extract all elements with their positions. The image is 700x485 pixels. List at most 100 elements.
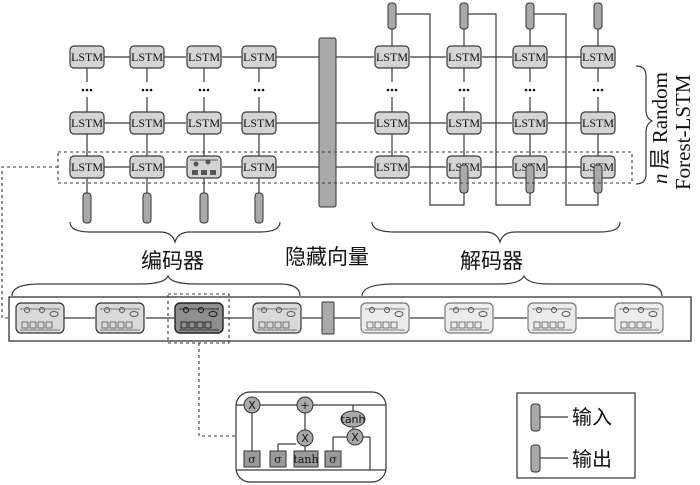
ellipsis-dot bbox=[253, 88, 257, 92]
ellipsis-dot bbox=[202, 88, 206, 92]
mini-op bbox=[468, 307, 474, 313]
mini-gate bbox=[45, 321, 53, 329]
lstm-cell-label: LSTM bbox=[376, 116, 408, 130]
svg-text:X: X bbox=[351, 431, 359, 444]
lstm-cell: LSTM bbox=[69, 45, 105, 69]
decoder-label: 解码器 bbox=[460, 249, 523, 273]
forget-gate bbox=[243, 450, 261, 468]
candidate-gate bbox=[293, 450, 319, 468]
svg-text:σ: σ bbox=[248, 453, 256, 466]
lstm-cell-box bbox=[374, 45, 410, 69]
legend-input-bar bbox=[530, 403, 541, 432]
svg-text:n层 Random: n层 Random bbox=[648, 72, 672, 184]
mini-gate bbox=[188, 321, 196, 329]
sequence-lstm-cell bbox=[444, 302, 494, 334]
ellipsis-dot bbox=[261, 88, 265, 92]
mini-op bbox=[384, 307, 390, 313]
lower-decoder-brace bbox=[361, 274, 663, 297]
lstm-cell-label: LSTM bbox=[131, 160, 163, 174]
encoder-input-bar bbox=[142, 192, 152, 224]
mini-gate bbox=[466, 321, 474, 329]
sequence-cell-box bbox=[15, 302, 65, 334]
ellipsis-dot bbox=[394, 88, 398, 92]
ellipsis-dot bbox=[141, 88, 145, 92]
mini-gate bbox=[274, 321, 282, 329]
input-multiply-op bbox=[296, 429, 314, 447]
encoder-brace bbox=[69, 221, 281, 245]
svg-text:tanh: tanh bbox=[341, 413, 366, 426]
lstm-cell: LSTM bbox=[374, 111, 410, 135]
ellipsis-dot bbox=[466, 88, 470, 92]
sequence-cells bbox=[15, 302, 664, 334]
ellipsis-dot bbox=[462, 88, 466, 92]
lstm-cell: LSTM bbox=[374, 45, 410, 69]
mini-gate bbox=[382, 321, 390, 329]
lstm-cell-box bbox=[512, 111, 548, 135]
lstm-cell-box bbox=[446, 111, 482, 135]
selection-connector bbox=[1, 166, 58, 319]
cell-mini-op bbox=[205, 159, 211, 165]
ellipsis-dot bbox=[386, 88, 390, 92]
lstm-cell: LSTM bbox=[69, 155, 105, 179]
ellipsis-dot bbox=[198, 88, 202, 92]
lstm-cell-label: LSTM bbox=[243, 50, 275, 64]
mini-gate bbox=[549, 321, 557, 329]
lstm-cell: LSTM bbox=[580, 111, 616, 135]
lstm-cell-box bbox=[69, 155, 105, 179]
decoder-feedback-loops bbox=[396, 13, 599, 206]
mini-gate bbox=[21, 321, 29, 329]
mini-op bbox=[536, 307, 542, 313]
lstm-cell-label: LSTM bbox=[188, 116, 220, 130]
layers-label-2: Forest-LSTM bbox=[671, 74, 695, 190]
decoder-row-wires bbox=[336, 56, 582, 168]
encoder-column-wires bbox=[86, 68, 260, 193]
lstm-cell-box bbox=[241, 111, 277, 135]
lstm-cell-label: LSTM bbox=[71, 160, 103, 174]
lstm-cell-box bbox=[580, 111, 616, 135]
lstm-cell-label: LSTM bbox=[188, 50, 220, 64]
lstm-cell-label: LSTM bbox=[582, 50, 614, 64]
sequence-lstm-cell bbox=[360, 302, 410, 334]
mini-op bbox=[104, 307, 110, 313]
svg-text:tanh: tanh bbox=[293, 453, 318, 466]
ellipsis-dot bbox=[592, 88, 596, 92]
lstm-cell-label: LSTM bbox=[71, 50, 103, 64]
lstm-cell-label: LSTM bbox=[376, 50, 408, 64]
mini-gate bbox=[557, 321, 565, 329]
mini-gate bbox=[541, 321, 549, 329]
cell-mini-op bbox=[193, 161, 199, 167]
svg-text:σ: σ bbox=[274, 453, 282, 466]
mini-op bbox=[276, 307, 282, 313]
lstm-cell: LSTM bbox=[241, 155, 277, 179]
lstm-detail: σ σ tanh σ X + X tanh X bbox=[235, 391, 387, 483]
lstm-cell-label: LSTM bbox=[448, 116, 480, 130]
mini-gate bbox=[125, 321, 133, 329]
legend: 输入 输出 bbox=[516, 392, 636, 479]
lstm-cell: LSTM bbox=[241, 45, 277, 69]
mini-gate bbox=[620, 321, 628, 329]
layers-text: 层 Random bbox=[648, 72, 672, 169]
lstm-cell-label: LSTM bbox=[243, 160, 275, 174]
mini-op bbox=[623, 307, 629, 313]
lstm-cell: LSTM bbox=[129, 155, 165, 179]
legend-input-label: 输入 bbox=[572, 405, 612, 429]
mini-op bbox=[39, 307, 45, 313]
ellipsis-dot bbox=[257, 88, 261, 92]
io-bars bbox=[82, 2, 603, 224]
svg-text:+: + bbox=[300, 399, 309, 412]
lstm-cell-box bbox=[69, 111, 105, 135]
ellipsis-dot bbox=[85, 88, 89, 92]
lstm-cell-label: LSTM bbox=[514, 50, 546, 64]
sequence-lstm-cell bbox=[614, 302, 664, 334]
lstm-cell-box bbox=[186, 111, 222, 135]
sequence-cell-box bbox=[444, 302, 494, 334]
sequence-lstm-cell bbox=[15, 302, 65, 334]
add-op bbox=[296, 396, 314, 414]
ellipsis-dot bbox=[81, 88, 85, 92]
lstm-cell: LSTM bbox=[446, 45, 482, 69]
decoder-feedback-bar bbox=[525, 164, 535, 194]
mini-gate bbox=[101, 321, 109, 329]
sequence-lstm-cell bbox=[252, 302, 302, 334]
